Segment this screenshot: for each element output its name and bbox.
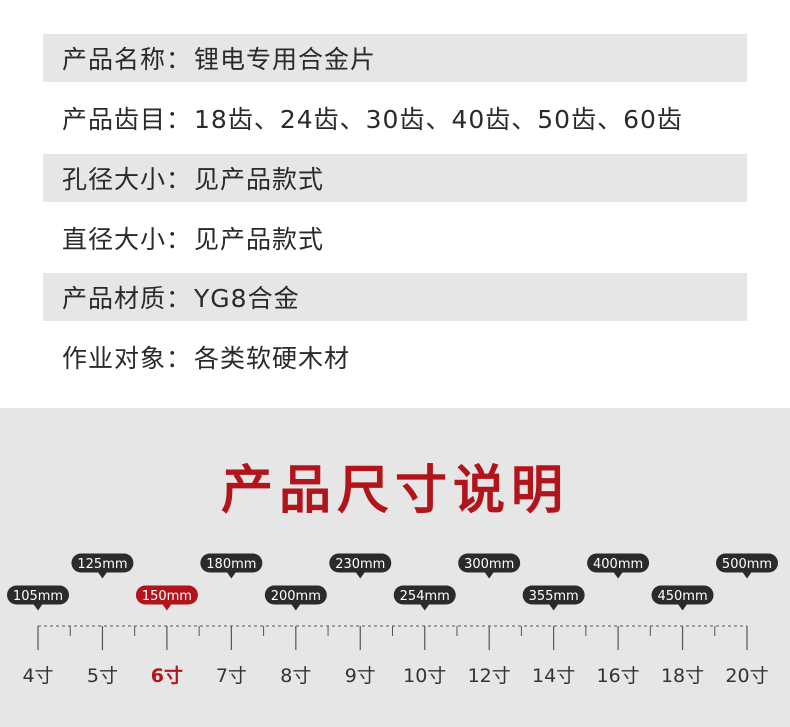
size-mm-label: 355mm [529, 589, 579, 604]
size-section: 产品尺寸说明 4寸 105mm 5寸 125mm 6寸 150mm 7寸 180mm 8寸 200… [0, 408, 790, 727]
size-mm-badge [135, 585, 198, 605]
size-badge-pointer [742, 571, 752, 579]
size-badge-pointer [226, 571, 237, 579]
size-badge-pointer [419, 603, 430, 611]
spec-label: 直径大小： [62, 225, 193, 254]
size-inch-label: 18寸 [661, 665, 704, 687]
size-badge-pointer [677, 603, 688, 611]
size-badge-pointer [161, 603, 172, 611]
size-mm-badge [200, 553, 263, 573]
size-inch-label: 20寸 [725, 665, 768, 687]
spec-value: 见产品款式 [194, 225, 325, 254]
spec-label: 作业对象： [62, 344, 193, 373]
size-mm-badge [264, 585, 327, 605]
size-badge-pointer [548, 603, 559, 611]
size-mm-label: 105mm [13, 589, 63, 604]
size-mm-badge [71, 553, 134, 573]
spec-label: 产品齿目： [62, 105, 193, 134]
size-inch-label: 14寸 [532, 665, 575, 687]
size-inch-label: 4寸 [22, 665, 53, 687]
size-badge-pointer [97, 571, 108, 579]
size-mm-badge [458, 553, 521, 573]
spec-row-application: 作业对象： 各类软硬木材 [43, 333, 747, 381]
size-inch-label: 12寸 [468, 665, 511, 687]
size-title: 产品尺寸说明 [220, 461, 569, 521]
spec-table: 产品名称： 锂电专用合金片 产品齿目： 18齿、24齿、30齿、40齿、50齿、… [43, 34, 747, 381]
size-badge-pointer [33, 603, 43, 611]
size-mm-badge [716, 553, 778, 573]
size-mm-badge [522, 585, 585, 605]
size-inch-label: 6寸 [151, 664, 183, 687]
size-inch-label: 8寸 [280, 665, 311, 687]
size-mm-label: 180mm [206, 557, 256, 572]
size-inch-label: 5寸 [87, 665, 118, 687]
size-mm-label: 400mm [593, 557, 643, 572]
size-mm-badge [329, 553, 392, 573]
spec-value: 见产品款式 [194, 165, 325, 194]
size-badge-pointer [484, 571, 495, 579]
size-ruler: 4寸 105mm 5寸 125mm 6寸 150mm 7寸 180mm 8寸 200mm 9寸 230… [7, 553, 778, 687]
size-mm-label: 200mm [271, 589, 321, 604]
size-mm-badge [7, 585, 69, 605]
size-badge-pointer [290, 603, 301, 611]
size-inch-label: 16寸 [596, 665, 639, 687]
spec-label: 产品材质： [62, 284, 193, 313]
spec-row-teeth: 产品齿目： 18齿、24齿、30齿、40齿、50齿、60齿 [43, 94, 747, 142]
spec-label: 孔径大小： [62, 165, 193, 194]
spec-value: 锂电专用合金片 [194, 45, 377, 74]
size-mm-label: 300mm [464, 557, 514, 572]
size-inch-label: 7寸 [216, 665, 247, 687]
size-mm-badge [393, 585, 456, 605]
spec-row-material: 产品材质： YG8合金 [43, 273, 747, 321]
size-mm-label: 125mm [77, 557, 127, 572]
size-inch-label: 9寸 [345, 665, 376, 687]
spec-value: 各类软硬木材 [194, 344, 351, 373]
spec-label: 产品名称： [62, 45, 193, 74]
size-mm-label: 230mm [335, 557, 385, 572]
spec-value: YG8合金 [194, 284, 300, 313]
size-mm-badge [651, 585, 714, 605]
size-mm-label: 500mm [722, 557, 772, 572]
spec-row-name: 产品名称： 锂电专用合金片 [43, 34, 747, 82]
size-inch-label: 10寸 [403, 665, 446, 687]
size-mm-label: 254mm [400, 589, 450, 604]
size-badge-pointer [613, 571, 624, 579]
size-mm-label: 450mm [657, 589, 707, 604]
spec-row-bore: 孔径大小： 见产品款式 [43, 154, 747, 202]
spec-row-diameter: 直径大小： 见产品款式 [43, 214, 747, 262]
size-mm-badge [587, 553, 650, 573]
size-mm-label: 150mm [142, 589, 192, 604]
size-badge-pointer [355, 571, 366, 579]
spec-value: 18齿、24齿、30齿、40齿、50齿、60齿 [194, 105, 683, 134]
